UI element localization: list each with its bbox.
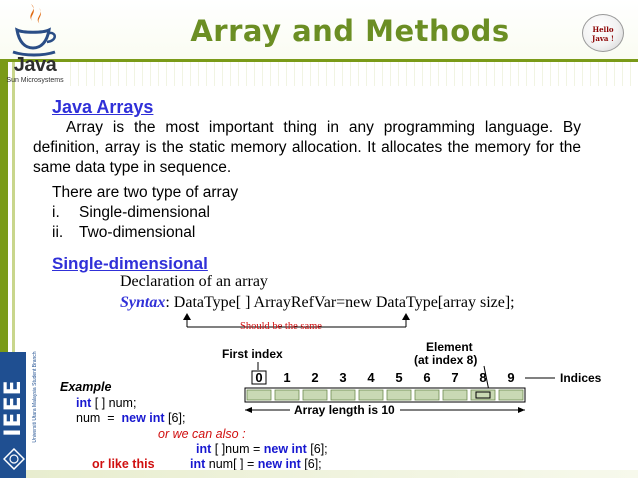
syntax-keyword: Syntax bbox=[120, 294, 166, 311]
badge-line-1: Hello bbox=[592, 25, 614, 34]
example-label: Example bbox=[60, 380, 112, 394]
type-label: Single-dimensional bbox=[79, 204, 210, 221]
type-label: Two-dimensional bbox=[79, 224, 196, 241]
first-index-label: First index bbox=[222, 347, 283, 361]
array-cell bbox=[442, 389, 468, 401]
header-banner bbox=[0, 0, 638, 62]
type-item: ii. Two-dimensional bbox=[52, 224, 195, 242]
array-cell bbox=[302, 389, 328, 401]
type-number: ii. bbox=[52, 224, 64, 241]
left-rail bbox=[0, 62, 8, 352]
same-type-note: Should be the same bbox=[240, 321, 322, 332]
code-text: num[ ] = bbox=[205, 457, 258, 471]
index-label: 0 bbox=[255, 370, 262, 385]
index-row: 0 1 2 3 4 5 6 7 8 9 bbox=[251, 370, 515, 385]
first-index-box bbox=[251, 370, 267, 385]
code-text: num = bbox=[76, 411, 122, 425]
code-text: [6]; bbox=[306, 442, 328, 456]
syntax-line: Syntax: DataType[ ] ArrayRefVar=new Data… bbox=[120, 294, 515, 312]
intro-paragraph-text: Array is the most important thing in any… bbox=[33, 119, 581, 176]
intro-paragraph: Array is the most important thing in any… bbox=[33, 118, 581, 178]
syntax-text: : DataType[ ] ArrayRefVar=new DataType[a… bbox=[165, 294, 515, 311]
array-cell bbox=[386, 389, 412, 401]
java-logo: Java Sun Microsystems bbox=[3, 2, 67, 92]
java-logo-sub: Sun Microsystems bbox=[6, 77, 64, 84]
array-cell bbox=[330, 389, 356, 401]
code-keyword: int bbox=[196, 442, 212, 456]
slide-title: Array and Methods bbox=[190, 14, 510, 48]
ieee-branch: Universiti Utara Malaysia Student Branch bbox=[28, 351, 42, 452]
array-cell bbox=[246, 389, 272, 401]
hello-java-badge: Hello Java ! bbox=[582, 14, 624, 52]
java-arrays-heading: Java Arrays bbox=[52, 97, 154, 117]
code-text: [ ]num = bbox=[211, 442, 264, 456]
type-number: i. bbox=[52, 204, 60, 221]
alternative-note-1: or we can also : bbox=[158, 427, 246, 441]
ieee-diamond-icon bbox=[3, 448, 25, 470]
array-length-label: Array length is 10 bbox=[294, 403, 395, 417]
code-line-1: int [ ] num; bbox=[76, 396, 136, 410]
code-text: [6]; bbox=[164, 411, 186, 425]
code-keyword: new int bbox=[121, 411, 165, 425]
array-diagram: First index Element (at index 8) 0 1 2 3 4 5 6… bbox=[222, 340, 602, 417]
java-logo-word: Java bbox=[13, 54, 57, 76]
code-keyword: int bbox=[190, 457, 206, 471]
index-label: 5 bbox=[395, 370, 402, 385]
highlighted-element bbox=[475, 391, 491, 399]
alternative-note-2: or like this bbox=[92, 457, 155, 471]
header-stripe bbox=[70, 62, 638, 86]
types-intro: There are two type of array bbox=[52, 184, 239, 201]
code-line-2: num = new int [6]; bbox=[76, 411, 185, 425]
index-label: 2 bbox=[311, 370, 318, 385]
indices-label: Indices bbox=[560, 371, 602, 385]
code-keyword: int bbox=[76, 396, 92, 410]
array-cell bbox=[498, 389, 524, 401]
ieee-branch-text: Universiti Utara Malaysia Student Branch bbox=[32, 351, 38, 443]
index-label: 3 bbox=[339, 370, 346, 385]
code-text: [6]; bbox=[300, 457, 322, 471]
array-cell bbox=[274, 389, 300, 401]
element-label: Element bbox=[426, 340, 473, 354]
bottom-bar bbox=[26, 470, 638, 478]
code-line-3: int [ ]num = new int [6]; bbox=[196, 442, 328, 456]
java-cup-icon bbox=[12, 4, 56, 57]
element-index-label: (at index 8) bbox=[414, 353, 477, 367]
index-label: 7 bbox=[451, 370, 458, 385]
index-label: 9 bbox=[507, 370, 514, 385]
badge-line-2: Java ! bbox=[592, 34, 614, 43]
index-label: 1 bbox=[283, 370, 290, 385]
array-cell bbox=[358, 389, 384, 401]
code-keyword: new int bbox=[263, 442, 307, 456]
cell-row bbox=[246, 389, 524, 401]
index-label: 6 bbox=[423, 370, 430, 385]
index-label: 4 bbox=[367, 370, 375, 385]
type-item: i. Single-dimensional bbox=[52, 204, 210, 222]
code-keyword: new int bbox=[257, 457, 301, 471]
left-rail-inner bbox=[12, 62, 15, 352]
code-line-4: int num[ ] = new int [6]; bbox=[190, 457, 322, 471]
array-cell bbox=[414, 389, 440, 401]
index-label: 8 bbox=[479, 370, 486, 385]
same-type-bracket bbox=[183, 313, 410, 328]
array-cell bbox=[470, 389, 496, 401]
single-dimensional-heading: Single-dimensional bbox=[52, 254, 208, 273]
declaration-label: Declaration of an array bbox=[120, 273, 268, 290]
code-text: [ ] num; bbox=[91, 396, 137, 410]
